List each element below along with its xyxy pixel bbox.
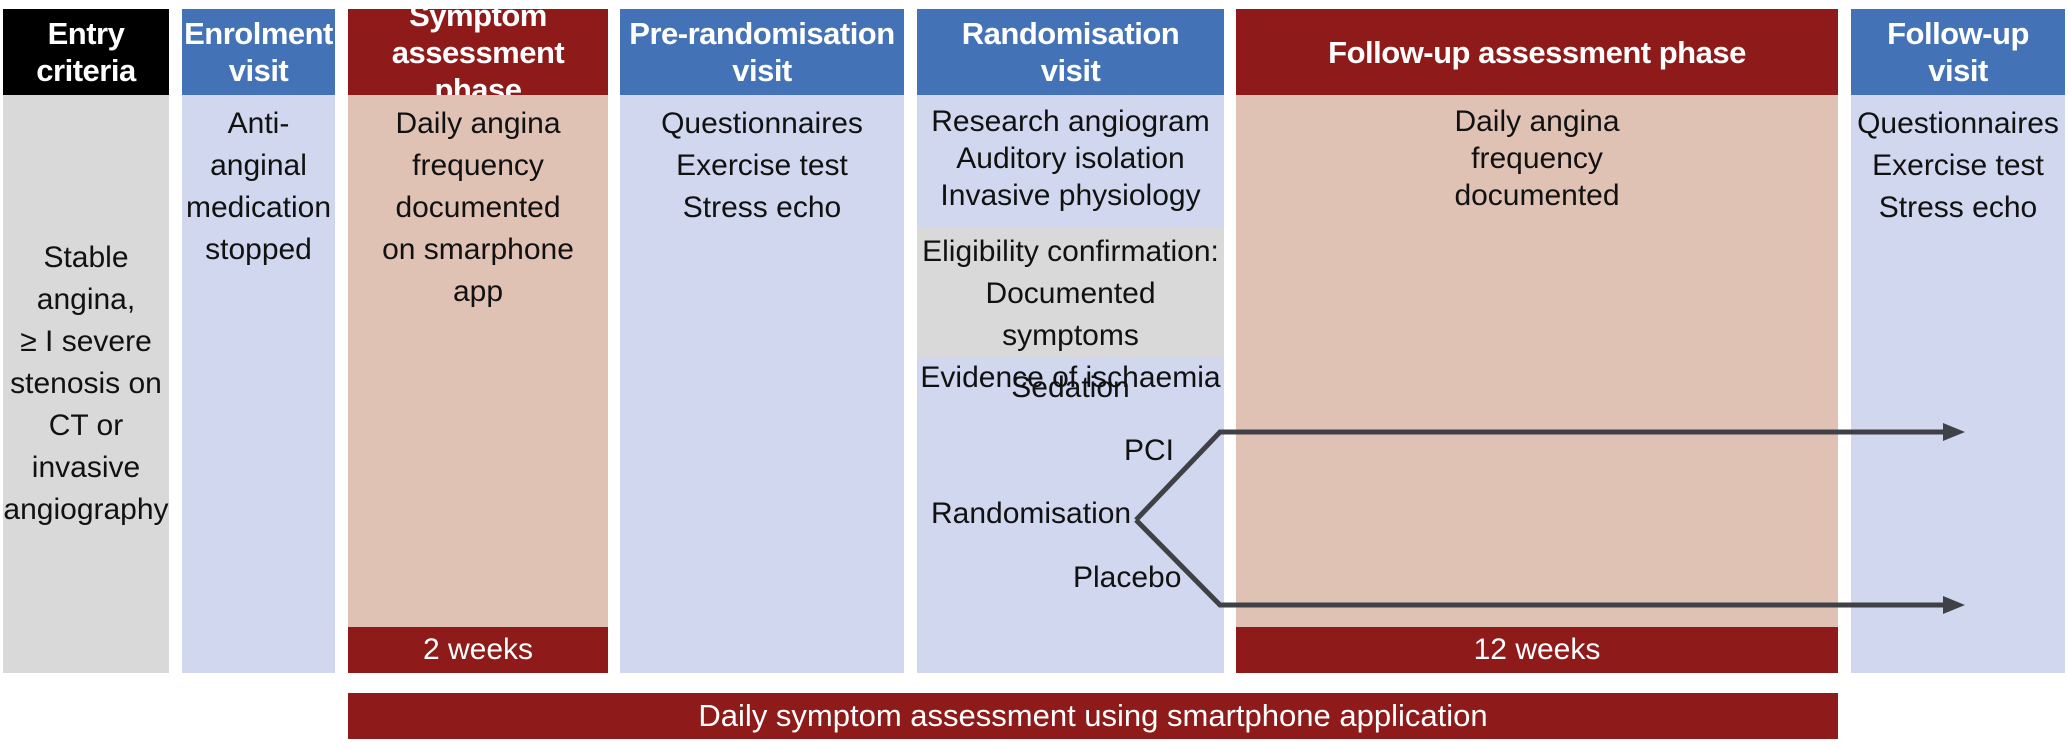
follow-up-visit-column: Follow-up visit Questionnaires Exercise …	[1851, 9, 2065, 673]
follow-up-visit-body: Questionnaires Exercise test Stress echo	[1851, 95, 2065, 673]
symptom-assessment-text: Daily angina frequency documented on sma…	[382, 107, 574, 308]
eligibility-text: Eligibility confirmation: Documented sym…	[920, 235, 1221, 394]
follow-up-assessment-header: Follow-up assessment phase	[1236, 9, 1838, 95]
symptom-assessment-column: Symptom assessment phase Daily angina fr…	[348, 0, 608, 673]
follow-up-assessment-column: Follow-up assessment phase Daily angina …	[1236, 9, 1838, 673]
follow-up-visit-text: Questionnaires Exercise test Stress echo	[1857, 107, 2059, 224]
enrolment-visit-header: Enrolment visit	[182, 9, 335, 95]
sedation-label: Sedation	[1011, 371, 1130, 404]
randomisation-visit-header: Randomisation visit	[917, 9, 1224, 95]
pre-randomisation-column: Pre-randomisation visit Questionnaires E…	[620, 9, 904, 673]
placebo-label: Placebo	[1073, 561, 1182, 594]
eligibility-box: Eligibility confirmation: Documented sym…	[917, 227, 1224, 394]
follow-up-assessment-body: Daily angina frequency documented 12 wee…	[1236, 95, 1838, 673]
symptom-assessment-body: Daily angina frequency documented on sma…	[348, 95, 608, 673]
pre-randomisation-body: Questionnaires Exercise test Stress echo	[620, 95, 904, 673]
entry-criteria-text: Stable angina, ≥ I severe stenosis on CT…	[3, 241, 169, 526]
randomisation-visit-body: Research angiogram Auditory isolation In…	[917, 95, 1224, 673]
randomisation-visit-column: Randomisation visit Research angiogram A…	[917, 9, 1224, 673]
symptom-duration-bar: 2 weeks	[348, 627, 608, 673]
enrolment-visit-column: Enrolment visit Anti- anginal medication…	[182, 9, 335, 673]
enrolment-visit-body: Anti- anginal medication stopped	[182, 95, 335, 673]
pre-randomisation-text: Questionnaires Exercise test Stress echo	[661, 107, 863, 224]
daily-symptom-assessment-bar: Daily symptom assessment using smartphon…	[348, 693, 1838, 739]
entry-criteria-body: Stable angina, ≥ I severe stenosis on CT…	[3, 95, 169, 673]
randomisation-procedures-text: Research angiogram Auditory isolation In…	[931, 105, 1210, 212]
pre-randomisation-header: Pre-randomisation visit	[620, 9, 904, 95]
enrolment-visit-text: Anti- anginal medication stopped	[185, 107, 332, 266]
entry-criteria-column: Entry criteria Stable angina, ≥ I severe…	[3, 9, 169, 673]
follow-up-visit-header: Follow-up visit	[1851, 9, 2065, 95]
follow-up-duration-bar: 12 weeks	[1236, 627, 1838, 673]
symptom-assessment-header: Symptom assessment phase	[348, 0, 608, 107]
follow-up-assessment-text: Daily angina frequency documented	[1454, 105, 1620, 212]
pci-label: PCI	[1124, 434, 1175, 467]
entry-criteria-header: Entry criteria	[3, 9, 169, 95]
randomisation-label: Randomisation	[931, 497, 1132, 530]
